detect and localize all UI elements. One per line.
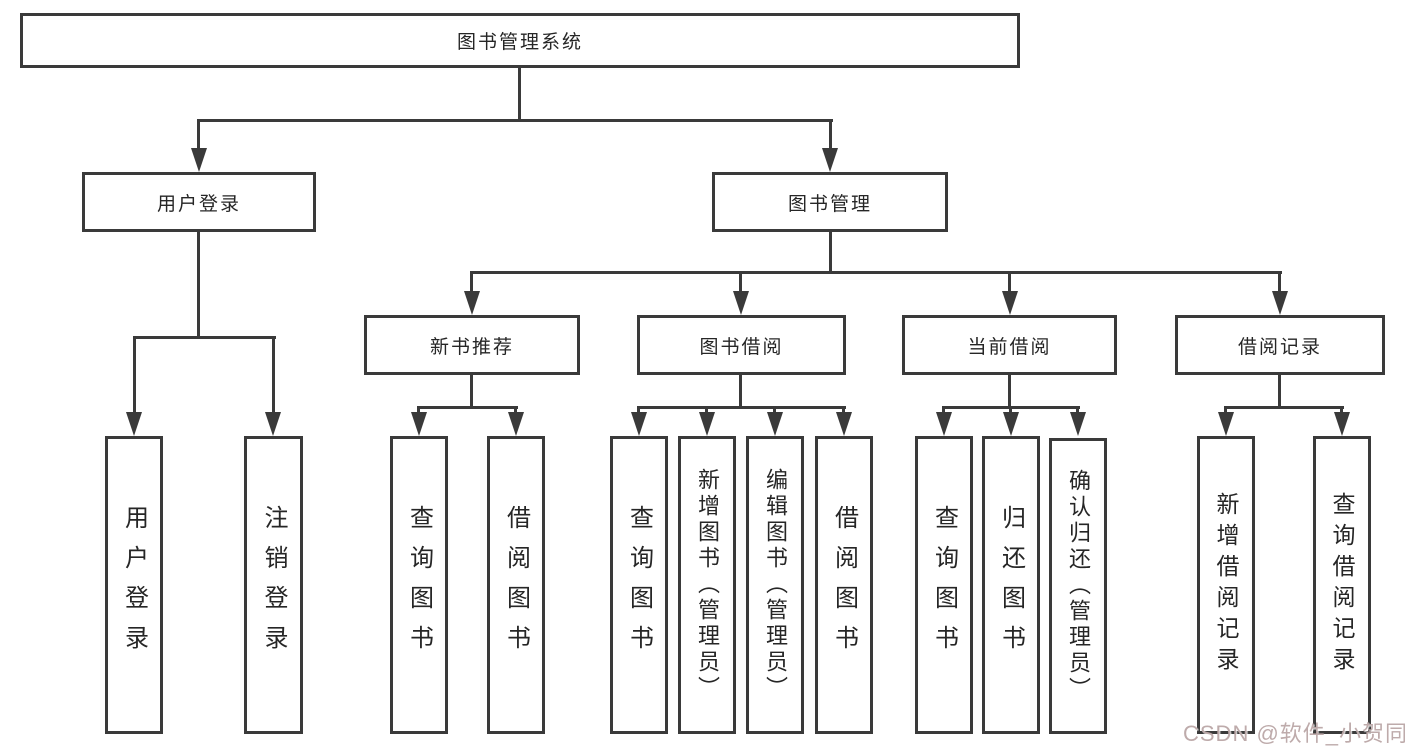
connector-line [518,68,521,122]
csdn-watermark: CSDN @软件_小贺同学 [1183,721,1405,746]
arrow-down-icon [1002,291,1018,315]
connector-line [197,119,833,122]
connector-line [1008,271,1011,295]
arrow-down-icon [936,412,952,436]
connector-line [272,336,275,416]
leaf-recommend-query-book: 查询图书 [390,436,448,734]
node-borrow-records-label: 借阅记录 [1237,336,1322,358]
arrow-down-icon [265,412,281,436]
connector-line [842,406,845,414]
leaf-user-login: 用户登录 [105,436,163,734]
leaf-current-confirm-return-admin: 确认归还（管理员） [1049,438,1107,734]
connector-line [1340,406,1343,414]
connector-line [197,119,200,152]
leaf-borrow-query-book: 查询图书 [610,436,668,734]
connector-line [637,406,846,409]
arrow-down-icon [836,412,852,436]
connector-line [133,336,136,416]
leaf-borrow-add-book-admin-label: 新增图书（管理员） [695,468,720,702]
arrow-down-icon [733,291,749,315]
leaf-borrow-edit-book-admin: 编辑图书（管理员） [746,436,804,734]
leaf-current-return-book: 归还图书 [982,436,1040,734]
arrow-down-icon [191,148,207,172]
connector-line [829,232,832,274]
arrow-down-icon [411,412,427,436]
connector-line [470,271,1282,274]
node-current-borrow-label: 当前借阅 [967,336,1052,358]
leaf-records-query-record: 查询借阅记录 [1313,436,1371,734]
node-new-book-recommend-label: 新书推荐 [429,336,514,358]
leaf-current-query-book-label: 查询图书 [930,505,958,665]
node-user-login-label: 用户登录 [156,193,241,215]
arrow-down-icon [822,148,838,172]
node-current-borrow: 当前借阅 [902,315,1117,375]
connector-line [1008,375,1011,409]
connector-line [470,271,473,295]
connector-line [197,232,200,339]
connector-line [418,406,518,409]
leaf-borrow-add-book-admin: 新增图书（管理员） [678,436,736,734]
node-book-borrow-label: 图书借阅 [699,336,784,358]
connector-line [739,375,742,409]
connector-line [1278,375,1281,409]
arrow-down-icon [464,291,480,315]
leaf-recommend-borrow-book-label: 借阅图书 [502,505,530,665]
connector-line [417,406,420,414]
leaf-borrow-borrow-book-label: 借阅图书 [830,505,858,665]
node-root: 图书管理系统 [20,13,1020,68]
node-book-borrow: 图书借阅 [637,315,846,375]
arrow-down-icon [699,412,715,436]
connector-line [133,336,276,339]
connector-line [1009,406,1012,414]
connector-line [1224,406,1227,414]
connector-line [942,406,945,414]
arrow-down-icon [1003,412,1019,436]
connector-line [1278,271,1281,295]
leaf-records-add-record: 新增借阅记录 [1197,436,1255,734]
leaf-logout: 注销登录 [244,436,303,734]
node-book-management-label: 图书管理 [787,193,872,215]
arrow-down-icon [1070,412,1086,436]
leaf-current-query-book: 查询图书 [915,436,973,734]
leaf-recommend-query-book-label: 查询图书 [405,505,433,665]
arrow-down-icon [126,412,142,436]
connector-line [773,406,776,414]
arrow-down-icon [767,412,783,436]
leaf-borrow-query-book-label: 查询图书 [625,505,653,665]
leaf-logout-label: 注销登录 [260,505,287,665]
connector-line [829,119,832,152]
arrow-down-icon [1272,291,1288,315]
connector-line [470,375,473,409]
node-book-management: 图书管理 [712,172,948,232]
leaf-recommend-borrow-book: 借阅图书 [487,436,545,734]
leaf-current-confirm-return-admin-label: 确认归还（管理员） [1066,469,1091,703]
leaf-current-return-book-label: 归还图书 [997,505,1025,665]
node-new-book-recommend: 新书推荐 [364,315,580,375]
node-borrow-records: 借阅记录 [1175,315,1385,375]
connector-line [514,406,517,414]
leaf-user-login-label: 用户登录 [120,505,148,665]
arrow-down-icon [631,412,647,436]
leaf-borrow-edit-book-admin-label: 编辑图书（管理员） [763,468,788,702]
connector-line [1224,406,1344,409]
connector-line [705,406,708,414]
leaf-borrow-borrow-book: 借阅图书 [815,436,873,734]
connector-line [739,271,742,295]
leaf-records-add-record-label: 新增借阅记录 [1213,492,1239,678]
connector-line [637,406,640,414]
arrow-down-icon [1218,412,1234,436]
arrow-down-icon [508,412,524,436]
arrow-down-icon [1334,412,1350,436]
connector-line [1076,406,1079,414]
leaf-records-query-record-label: 查询借阅记录 [1329,492,1355,678]
node-root-label: 图书管理系统 [456,32,583,53]
node-user-login: 用户登录 [82,172,316,232]
